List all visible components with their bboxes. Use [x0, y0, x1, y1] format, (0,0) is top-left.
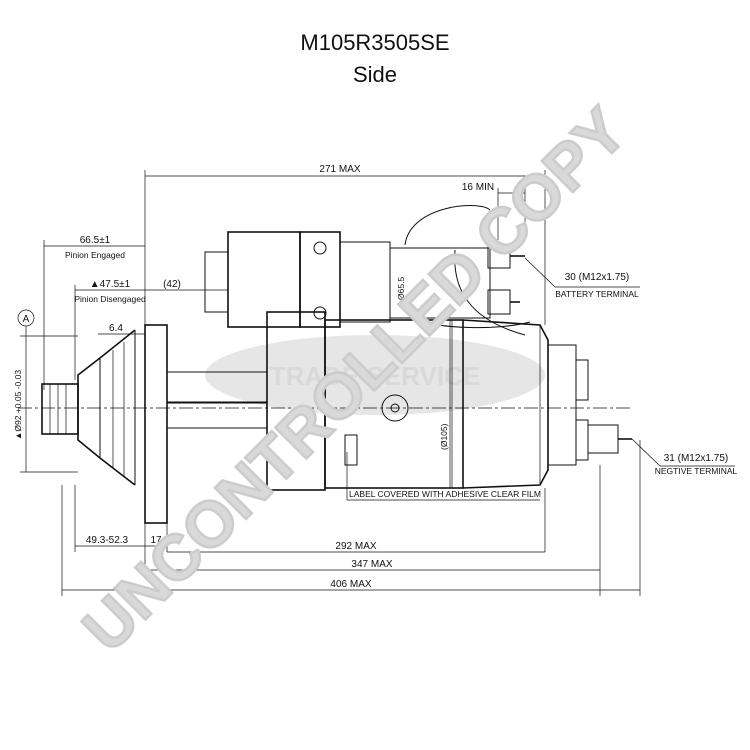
- dim-6-4: 6.4: [109, 323, 123, 334]
- battery-terminal-label: BATTERY TERMINAL: [555, 289, 639, 299]
- dim-49-3-52-3: 49.3-52.3: [86, 535, 129, 546]
- dimension-lines: [17, 170, 735, 596]
- negative-terminal-label: NEGTIVE TERMINAL: [655, 466, 738, 476]
- label-pinion-engaged: Pinion Engaged: [65, 250, 125, 260]
- dim-406-max: 406 MAX: [330, 579, 371, 590]
- starter-motor: [41, 205, 632, 524]
- dim-92-diameter: ▲Ø92 +0.05 -0.03: [13, 370, 23, 440]
- badge-text: TRADE SERVICE: [270, 361, 480, 391]
- dim-65-5-diameter: Ø65.5: [396, 277, 406, 300]
- datum-label: A: [23, 314, 30, 325]
- dim-pinion-disengaged: ▲47.5±1: [90, 279, 131, 290]
- drawing-title: M105R3505SE: [300, 30, 450, 55]
- dim-17: 17: [150, 535, 162, 546]
- dim-271-max: 271 MAX: [319, 164, 360, 175]
- label-adhesive-film-note: LABEL COVERED WITH ADHESIVE CLEAR FILM: [349, 489, 541, 499]
- battery-terminal-spec: 30 (M12x1.75): [565, 272, 629, 283]
- dim-pinion-engaged: 66.5±1: [80, 235, 111, 246]
- trade-service-badge: TRADE SERVICE: [205, 335, 545, 415]
- dim-292-max: 292 MAX: [335, 541, 376, 552]
- dim-105-diameter: (Ø105): [439, 423, 449, 450]
- dim-16-min: 16 MIN: [462, 182, 494, 193]
- dim-347-max: 347 MAX: [351, 559, 392, 570]
- drawing-subtitle: Side: [352, 62, 398, 87]
- negative-terminal-spec: 31 (M12x1.75): [664, 453, 728, 464]
- label-pinion-disengaged: Pinion Disengaged: [74, 294, 146, 304]
- dim-42: (42): [163, 279, 181, 290]
- datum-marker: [17, 309, 35, 327]
